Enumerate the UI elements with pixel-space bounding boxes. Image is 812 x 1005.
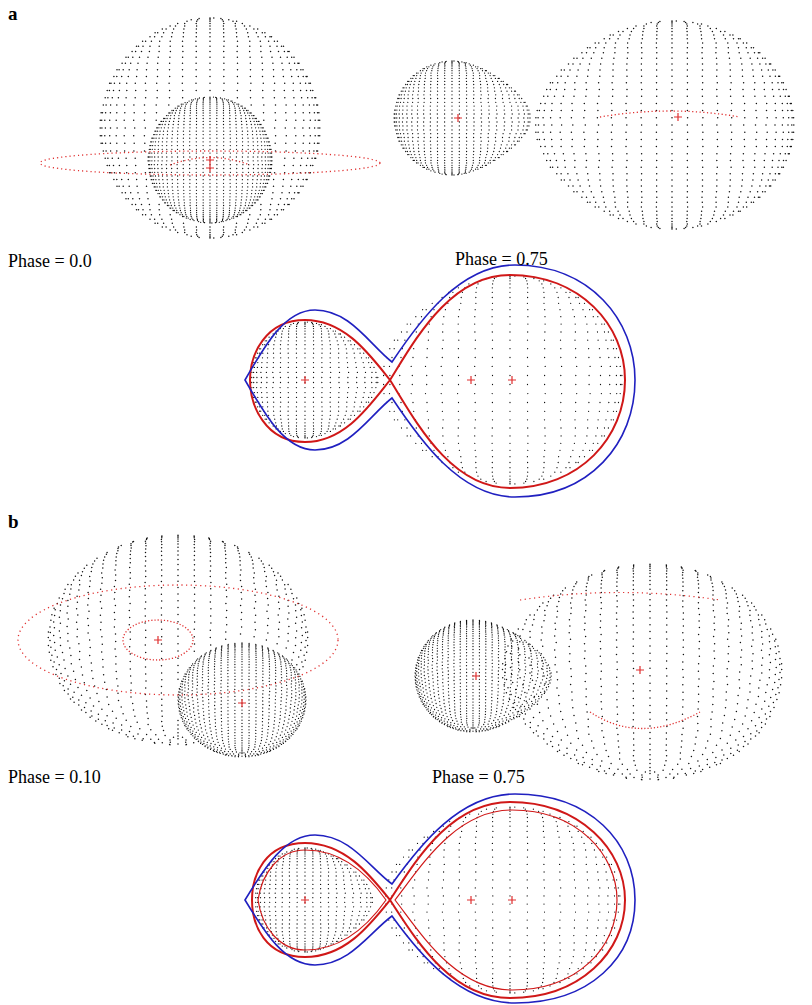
outer-lobe [245, 794, 635, 1003]
orbit-path [600, 111, 740, 117]
phase-label: Phase = 0.10 [8, 768, 101, 788]
roche-lobes [245, 265, 635, 1003]
phase-label: Phase = 0.75 [455, 250, 548, 270]
center-marks [154, 113, 682, 904]
orbit-path [18, 585, 338, 695]
star-outline [258, 810, 617, 990]
star-surface [48, 535, 307, 745]
inner-lobe [252, 802, 625, 998]
star-surface [536, 21, 794, 229]
star-surface [384, 276, 622, 484]
star-surface [415, 620, 551, 732]
star-surface [100, 18, 320, 238]
orbits [18, 111, 740, 729]
panel-letter: a [8, 4, 18, 25]
star-surface [503, 564, 782, 780]
phase-label: Phase = 0.75 [432, 768, 525, 788]
star-surface [394, 61, 530, 175]
phase-label: Phase = 0.0 [8, 252, 92, 272]
panel-letter: b [8, 512, 19, 533]
star-surface [256, 848, 373, 952]
orbit-path [40, 151, 380, 175]
inner-lobe [250, 275, 625, 488]
outer-lobe [245, 265, 635, 497]
star-surface [386, 807, 620, 993]
orbit-path [520, 593, 720, 601]
orbit-path [590, 712, 700, 729]
star-surface [148, 97, 272, 223]
